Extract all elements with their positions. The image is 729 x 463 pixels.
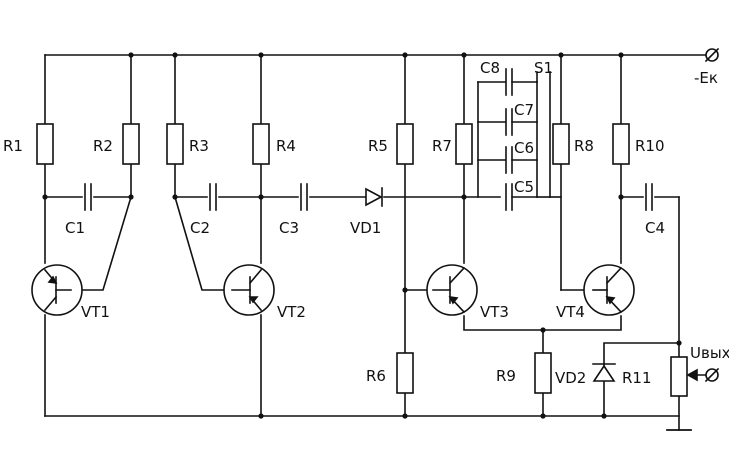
- label-c3: C3: [279, 219, 299, 237]
- transistor-vt3: [426, 264, 478, 316]
- resistor-r4: [252, 123, 270, 165]
- label-vt4: VT4: [556, 303, 585, 321]
- label-r10: R10: [635, 137, 665, 155]
- resistor-r3: [166, 123, 184, 165]
- resistor-r1: [36, 123, 54, 165]
- label-vd1: VD1: [350, 219, 381, 237]
- label-c5: C5: [514, 178, 534, 196]
- label-vt1: VT1: [81, 303, 110, 321]
- diode-vd1: [365, 187, 383, 207]
- component-labels: R1 R2 R3 R4 R5 R6 R7 R8 R9 R10 R11 C1 C2…: [3, 59, 729, 387]
- label-r6: R6: [366, 367, 386, 385]
- resistor-r6: [396, 352, 414, 394]
- label-r3: R3: [189, 137, 209, 155]
- label-r1: R1: [3, 137, 23, 155]
- label-r9: R9: [496, 367, 516, 385]
- label-vd2: VD2: [555, 369, 586, 387]
- label-supply: -Eк: [694, 69, 718, 87]
- label-c4: C4: [645, 219, 665, 237]
- capacitor-c2: [209, 183, 217, 211]
- label-c8: C8: [480, 59, 500, 77]
- label-c6: C6: [514, 139, 534, 157]
- resistor-r8: [552, 123, 570, 165]
- capacitor-c8: [505, 68, 513, 96]
- label-output: Uвых: [690, 344, 729, 362]
- label-vt2: VT2: [277, 303, 306, 321]
- label-r8: R8: [574, 137, 594, 155]
- transistor-vt2: [223, 264, 275, 316]
- r11-wiper-arrow: [686, 368, 698, 382]
- label-c7: C7: [514, 101, 534, 119]
- transistor-vt4: [583, 264, 635, 316]
- label-c1: C1: [65, 219, 85, 237]
- junction-dots: [42, 52, 682, 419]
- resistor-r10: [612, 123, 630, 165]
- wires: [44, 54, 707, 431]
- label-vt3: VT3: [480, 303, 509, 321]
- capacitor-c4: [645, 183, 653, 211]
- label-r2: R2: [93, 137, 113, 155]
- capacitor-c7: [505, 108, 513, 136]
- supply-terminal: [704, 47, 720, 63]
- output-terminal: [704, 367, 720, 383]
- capacitor-c1: [84, 183, 92, 211]
- capacitor-c6: [505, 146, 513, 174]
- label-s1: S1: [534, 59, 553, 77]
- label-r5: R5: [368, 137, 388, 155]
- resistor-r9: [534, 352, 552, 394]
- switch-s1: [536, 71, 551, 198]
- diode-vd2: [592, 363, 616, 382]
- resistor-r7: [455, 123, 473, 165]
- capacitor-c5: [505, 183, 513, 211]
- resistor-r2: [122, 123, 140, 165]
- capacitor-c3: [300, 183, 308, 211]
- label-c2: C2: [190, 219, 210, 237]
- resistor-r11: [670, 356, 688, 397]
- resistor-r5: [396, 123, 414, 165]
- label-r7: R7: [432, 137, 452, 155]
- transistor-vt1: [31, 264, 83, 316]
- label-r11: R11: [622, 369, 652, 387]
- label-r4: R4: [276, 137, 296, 155]
